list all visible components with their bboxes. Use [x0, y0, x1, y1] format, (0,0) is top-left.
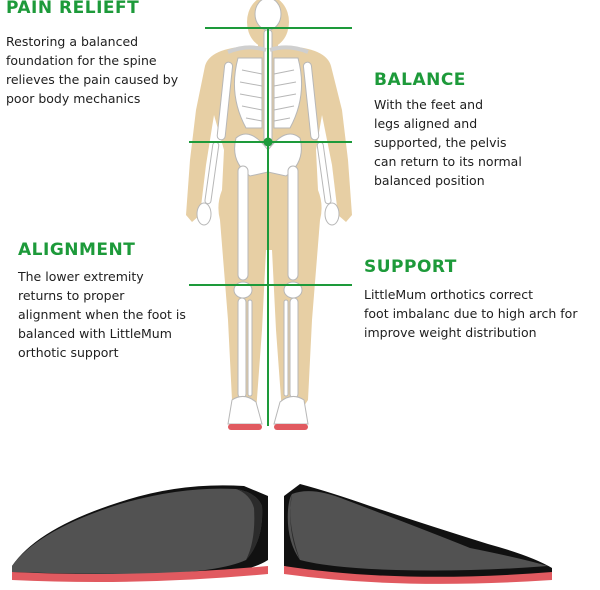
right-insole [284, 484, 552, 584]
balance-text: With the feet and legs aligned and suppo… [374, 97, 522, 188]
pain-relief-text: Restoring a balanced foundation for the … [6, 34, 179, 106]
alignment-text: The lower extremity returns to proper al… [18, 269, 186, 360]
alignment-title: ALIGNMENT [18, 240, 136, 260]
balance-title: BALANCE [374, 70, 466, 90]
foot-insoles [228, 424, 308, 430]
left-insole [12, 485, 268, 582]
support-text: LittleMum orthotics correct foot imbalan… [364, 287, 578, 340]
skeleton [196, 0, 340, 425]
balance-point [263, 137, 273, 147]
pain-relief-title: PAIN RELIEFT [6, 0, 140, 18]
support-title: SUPPORT [364, 257, 457, 277]
